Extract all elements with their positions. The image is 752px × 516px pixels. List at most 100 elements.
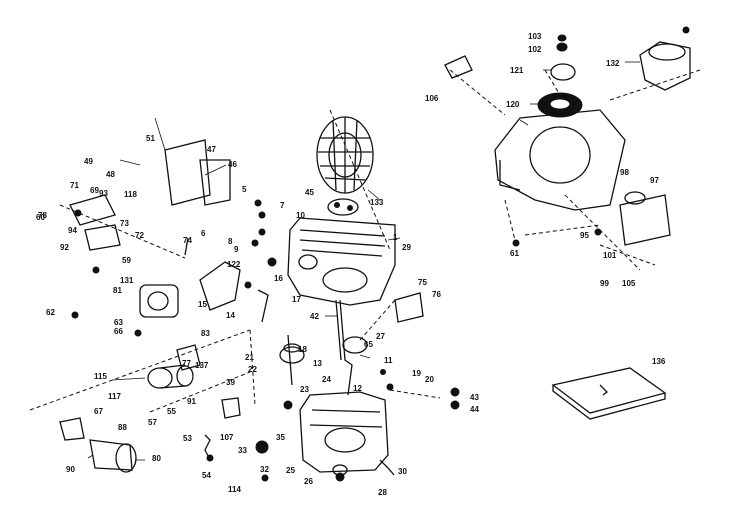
callout-label: 13	[313, 359, 322, 368]
callout-label: 131	[120, 276, 134, 285]
callout-label: 42	[310, 312, 319, 321]
callout-label: 80	[152, 454, 161, 463]
callout-label: 118	[124, 190, 137, 199]
callout-label: 54	[202, 471, 211, 480]
blower-housing	[494, 109, 626, 211]
callout-label: 106	[425, 94, 439, 103]
callout-label: 137	[195, 361, 209, 370]
assembly-guide-lines	[29, 69, 701, 413]
fuel-cap	[639, 41, 691, 91]
callout-label: 21	[245, 353, 254, 362]
callout-label: 59	[122, 256, 131, 265]
callout-label: 66	[114, 327, 123, 336]
callout-label: 114	[228, 485, 241, 494]
callout-label: 67	[94, 407, 103, 416]
leader-lines	[87, 61, 640, 461]
callout-label: 101	[603, 251, 617, 260]
engine-block	[287, 217, 396, 306]
muffler-guard	[619, 191, 671, 246]
callout-label: 91	[187, 397, 196, 406]
callout-label: 102	[528, 45, 542, 54]
callout-label: 90	[66, 465, 75, 474]
callout-label: 107	[220, 433, 234, 442]
callout-label: 29	[402, 243, 411, 252]
callout-label: 63	[114, 318, 123, 327]
callout-label: 97	[650, 176, 659, 185]
camshaft	[279, 334, 305, 386]
callout-label: 88	[118, 423, 127, 432]
callout-label: 65	[364, 340, 373, 349]
callout-label: 75	[418, 278, 427, 287]
callout-label: 32	[260, 465, 269, 474]
callout-label: 99	[600, 279, 609, 288]
callout-label: 105	[622, 279, 636, 288]
rope-rewind-parts	[444, 34, 583, 118]
callout-label: 120	[506, 100, 520, 109]
callout-label: 14	[226, 311, 235, 320]
callout-label: 17	[292, 295, 301, 304]
callout-label: 76	[432, 290, 441, 299]
hardware-bits	[71, 26, 690, 482]
callout-label: 74	[183, 236, 192, 245]
callout-label: 95	[580, 231, 589, 240]
callout-label: 71	[70, 181, 79, 190]
callout-label: 22	[248, 365, 257, 374]
callout-label: 77	[182, 359, 191, 368]
callout-label: 30	[398, 467, 407, 476]
owners-manual	[551, 367, 667, 420]
callout-label: 61	[510, 249, 519, 258]
callout-label: 69	[90, 186, 99, 195]
callout-label: 11	[384, 356, 393, 365]
callout-label: 136	[652, 357, 666, 366]
callout-label: 10	[296, 211, 305, 220]
callout-label: 16	[274, 274, 283, 283]
callout-label: 121	[510, 66, 524, 75]
callout-label: 103	[528, 32, 542, 41]
callout-label: 15	[198, 300, 207, 309]
callout-label: 55	[167, 407, 176, 416]
callout-label: 6	[201, 229, 206, 238]
callout-label: 26	[304, 477, 313, 486]
gasket	[394, 292, 424, 323]
callout-label: 35	[276, 433, 285, 442]
callout-label: 115	[94, 372, 107, 381]
starter-cup	[327, 198, 359, 216]
callout-label: 73	[120, 219, 129, 228]
callout-label: 81	[113, 286, 122, 295]
callout-label: 8	[228, 237, 233, 246]
callout-label: 23	[300, 385, 309, 394]
flywheel	[316, 116, 374, 194]
callout-label: 72	[135, 231, 144, 240]
callout-label: 57	[148, 418, 157, 427]
callout-label: 117	[108, 392, 121, 401]
callout-label: 24	[322, 375, 331, 384]
engine-base	[299, 391, 389, 476]
carburetor	[139, 261, 241, 318]
callout-label: 48	[106, 170, 115, 179]
callout-label: 78	[38, 211, 47, 220]
callout-label: 94	[68, 226, 77, 235]
callout-label: 19	[412, 369, 421, 378]
callout-label: 9	[234, 245, 239, 254]
callout-label: 28	[378, 488, 387, 497]
callout-label: 92	[60, 243, 69, 252]
callout-label: 12	[353, 384, 362, 393]
starter-motor	[59, 417, 137, 473]
callout-label: 49	[84, 157, 93, 166]
callout-label: 62	[46, 308, 55, 317]
callout-label: 47	[207, 145, 216, 154]
crankshaft	[335, 299, 368, 396]
callout-label: 44	[470, 405, 479, 414]
callout-label: 5	[242, 185, 247, 194]
callout-label: 27	[376, 332, 385, 341]
callout-label: 45	[305, 188, 314, 197]
callout-label: 133	[370, 198, 384, 207]
callout-label: 93	[99, 189, 108, 198]
callout-label: 20	[425, 375, 434, 384]
callout-label: 18	[298, 345, 307, 354]
callout-label: 1	[393, 233, 398, 242]
callout-label: 46	[228, 160, 237, 169]
callout-label: 122	[227, 260, 241, 269]
callout-label: 60	[36, 213, 45, 222]
